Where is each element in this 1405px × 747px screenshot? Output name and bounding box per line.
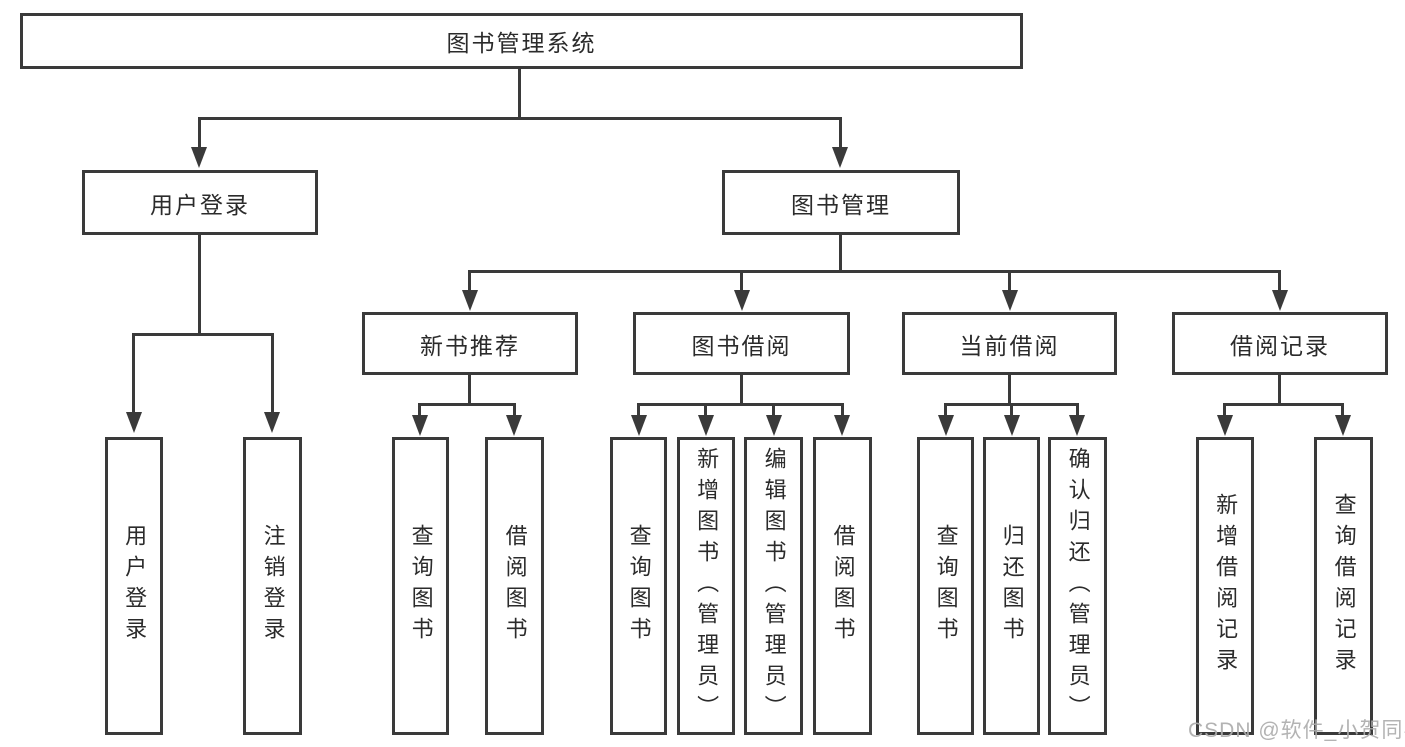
- connector-borrowing-bar: [637, 403, 844, 406]
- arrow-down-icon: [412, 415, 428, 436]
- connector-login-bar: [132, 333, 274, 336]
- connector-mgmt-stem: [839, 235, 842, 272]
- leaf-label: 新增借阅记录: [1213, 493, 1239, 679]
- connector-recommend-stub: [418, 403, 421, 416]
- arrow-down-icon: [631, 415, 647, 436]
- arrow-down-icon: [938, 415, 954, 436]
- arrow-down-icon: [1335, 415, 1351, 436]
- connector-mgmt-stub: [740, 270, 743, 291]
- connector-recommend-bar: [418, 403, 516, 406]
- leaf-query-books: 查询图书: [610, 437, 667, 735]
- connector-recommend-stem: [468, 375, 471, 406]
- leaf-return-book: 归还图书: [983, 437, 1040, 735]
- arrow-down-icon: [506, 415, 522, 436]
- arrow-down-icon: [264, 412, 280, 433]
- arrow-down-icon: [126, 412, 142, 433]
- arrow-down-icon: [1069, 415, 1085, 436]
- leaf-confirm-return-admin: 确认归还（管理员）: [1048, 437, 1107, 735]
- connector-login-stub: [271, 333, 274, 413]
- connector-current-stem: [1008, 375, 1011, 406]
- node-book-management: 图书管理: [722, 170, 960, 235]
- node-user-login: 用户登录: [82, 170, 318, 235]
- leaf-edit-book-admin: 编辑图书（管理员）: [744, 437, 803, 735]
- connector-current-stub: [1076, 403, 1079, 416]
- leaf-add-book-admin: 新增图书（管理员）: [677, 437, 735, 735]
- arrow-down-icon: [698, 415, 714, 436]
- leaf-borrow-books: 借阅图书: [813, 437, 872, 735]
- arrow-down-icon: [191, 147, 207, 168]
- leaf-label: 确认归还（管理员）: [1065, 446, 1091, 726]
- node-book-borrowing: 图书借阅: [633, 312, 850, 375]
- arrow-down-icon: [1002, 290, 1018, 311]
- leaf-label: 编辑图书（管理员）: [761, 446, 787, 726]
- connector-mgmt-stub: [468, 270, 471, 291]
- arrow-down-icon: [766, 415, 782, 436]
- connector-recommend-stub: [513, 403, 516, 416]
- leaf-borrow-books: 借阅图书: [485, 437, 544, 735]
- connector-root-right-stub: [839, 117, 842, 148]
- arrow-down-icon: [834, 415, 850, 436]
- connector-records-stub: [1223, 403, 1226, 416]
- leaf-add-borrow-record: 新增借阅记录: [1196, 437, 1254, 735]
- node-borrowing-records: 借阅记录: [1172, 312, 1388, 375]
- leaf-label: 借阅图书: [502, 524, 528, 648]
- arrow-down-icon: [1272, 290, 1288, 311]
- arrow-down-icon: [1004, 415, 1020, 436]
- connector-borrowing-stub: [841, 403, 844, 416]
- arrow-down-icon: [1217, 415, 1233, 436]
- connector-login-stem: [198, 235, 201, 336]
- leaf-label: 查询图书: [933, 524, 959, 648]
- leaf-query-books: 查询图书: [392, 437, 449, 735]
- leaf-query-borrow-record: 查询借阅记录: [1314, 437, 1373, 735]
- connector-login-stub: [132, 333, 135, 413]
- leaf-label: 查询图书: [408, 524, 434, 648]
- connector-mgmt-bar: [468, 270, 1281, 273]
- connector-root-left-stub: [198, 117, 201, 148]
- leaf-user-login: 用户登录: [105, 437, 163, 735]
- connector-borrowing-stub: [704, 403, 707, 416]
- csdn-watermark: CSDN @软件_小贺同学: [1188, 719, 1405, 742]
- leaf-label: 新增图书（管理员）: [694, 446, 720, 726]
- connector-root-stem: [518, 69, 521, 119]
- node-library-system: 图书管理系统: [20, 13, 1023, 69]
- leaf-label: 注销登录: [260, 524, 286, 648]
- connector-records-stem: [1278, 375, 1281, 406]
- connector-current-stub: [944, 403, 947, 416]
- connector-current-stub: [1010, 403, 1013, 416]
- connector-mgmt-stub: [1008, 270, 1011, 291]
- leaf-label: 归还图书: [999, 524, 1025, 648]
- arrow-down-icon: [734, 290, 750, 311]
- node-current-borrowing: 当前借阅: [902, 312, 1117, 375]
- arrow-down-icon: [462, 290, 478, 311]
- connector-borrowing-stub: [637, 403, 640, 416]
- node-new-book-recommend: 新书推荐: [362, 312, 578, 375]
- arrow-down-icon: [832, 147, 848, 168]
- leaf-logout: 注销登录: [243, 437, 302, 735]
- connector-records-stub: [1341, 403, 1344, 416]
- connector-borrowing-stem: [740, 375, 743, 406]
- leaf-label: 用户登录: [122, 524, 148, 648]
- leaf-label: 查询借阅记录: [1331, 493, 1357, 679]
- leaf-label: 借阅图书: [830, 524, 856, 648]
- connector-root-bar: [198, 117, 842, 120]
- leaf-label: 查询图书: [626, 524, 652, 648]
- leaf-query-books: 查询图书: [917, 437, 974, 735]
- connector-borrowing-stub: [772, 403, 775, 416]
- connector-mgmt-stub: [1278, 270, 1281, 291]
- connector-records-bar: [1223, 403, 1344, 406]
